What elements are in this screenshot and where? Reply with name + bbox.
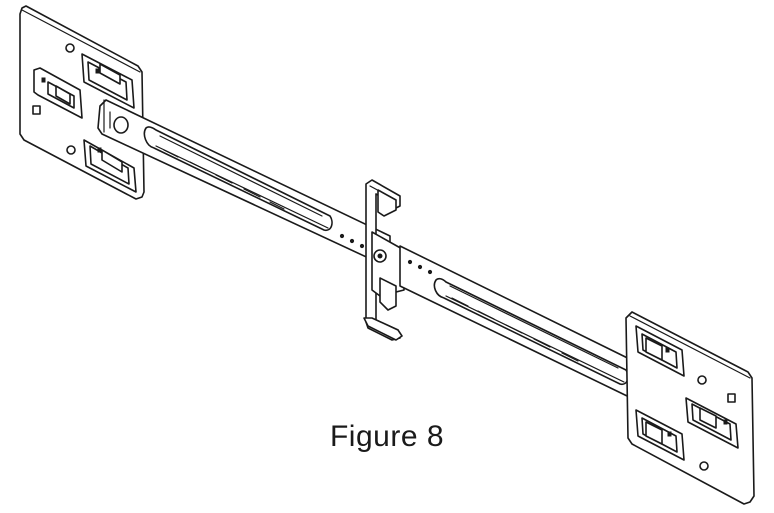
left-mounting-plate bbox=[19, 5, 145, 200]
right-bar-segment bbox=[399, 245, 665, 411]
left-bar-segment bbox=[97, 99, 391, 269]
center-hanger-clip bbox=[363, 179, 405, 341]
right-mounting-plate bbox=[625, 311, 755, 505]
figure-caption: Figure 8 bbox=[329, 420, 445, 453]
